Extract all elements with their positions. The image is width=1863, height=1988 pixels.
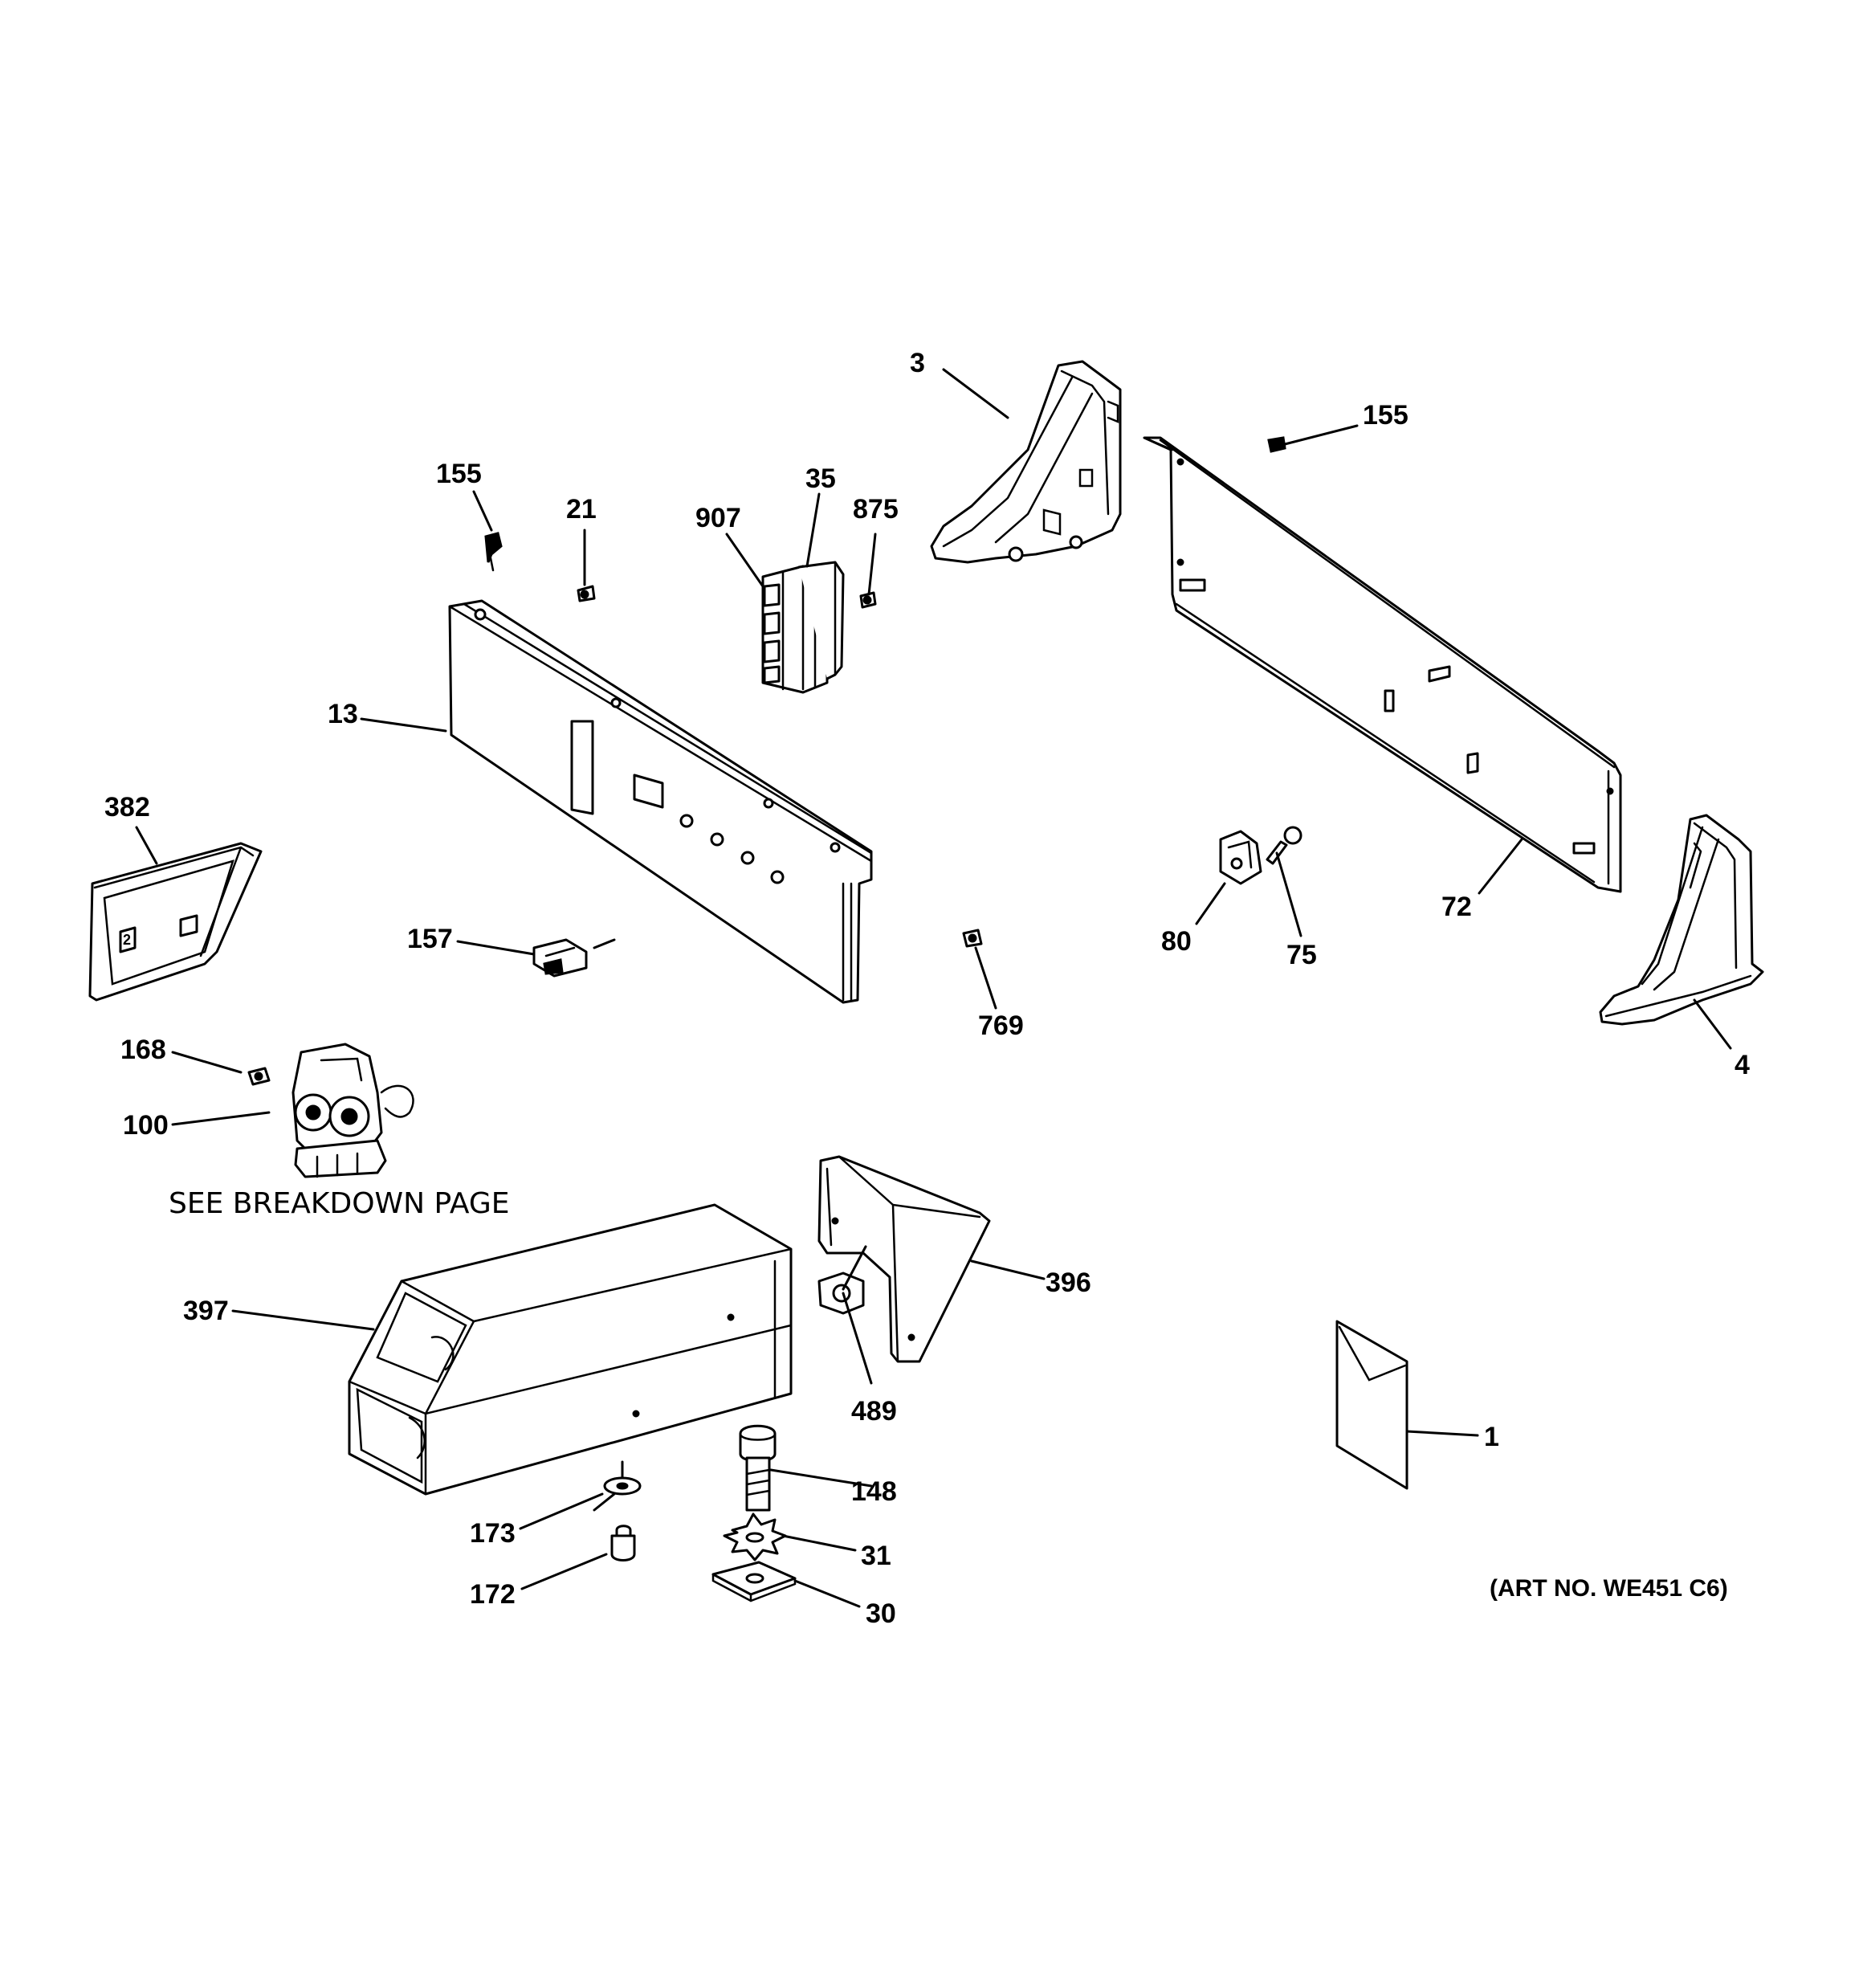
part-397-duct-box [348,1203,793,1496]
callout-907: 907 [695,503,741,533]
art-number: (ART NO. WE451 C6) [1490,1575,1728,1602]
callout-30: 30 [866,1598,896,1629]
svg-text:2: 2 [123,932,131,948]
callout-155-right: 155 [1363,400,1408,431]
callout-75: 75 [1286,940,1317,970]
callout-80: 80 [1161,926,1192,957]
callout-1: 1 [1484,1422,1499,1452]
leader-lines [135,368,1732,1608]
callout-172: 172 [470,1579,516,1610]
part-13-control-panel [448,599,873,1004]
part-30-plate [711,1561,797,1602]
part-1-envelope [1335,1320,1408,1490]
callout-3: 3 [910,348,925,378]
part-155-screw-right [1267,436,1286,453]
part-100-assembly [291,1043,414,1178]
part-72-back-panel [1143,436,1622,893]
part-769-screw [962,929,983,948]
part-157-connector [532,938,588,978]
callout-396: 396 [1046,1268,1091,1298]
part-80-clip [1219,830,1262,885]
callout-489: 489 [851,1396,897,1427]
part-35-switch-housing [797,561,845,680]
callout-173: 173 [470,1518,516,1549]
callout-labels: 3 155 155 21 35 907 875 13 382 157 80 75… [104,348,1750,1629]
callout-35: 35 [805,463,836,494]
part-31-star-washer [723,1512,787,1561]
breakdown-page-note: SEE BREAKDOWN PAGE [169,1187,510,1220]
part-155-screw-left [484,532,503,572]
part-172-screw [610,1525,636,1561]
callout-100: 100 [123,1110,169,1141]
callout-13: 13 [328,699,358,729]
part-21-screw [577,585,596,602]
callout-168: 168 [120,1035,166,1065]
callout-397: 397 [183,1296,229,1326]
callout-72: 72 [1441,892,1472,922]
part-382-end-cap: 2 [88,842,263,1002]
callout-382: 382 [104,792,150,823]
callout-31: 31 [861,1541,891,1571]
callout-21: 21 [566,494,597,525]
part-396-hood [817,1155,991,1363]
part-4-end-bracket [1599,814,1764,1026]
part-75-screw [1266,826,1302,865]
part-3-end-bracket [930,360,1122,564]
callout-769: 769 [978,1010,1024,1041]
callout-148: 148 [851,1476,897,1507]
callout-157: 157 [407,924,453,954]
part-168-screw [247,1067,271,1086]
callout-875: 875 [853,494,899,525]
part-173-washer [603,1476,642,1496]
callout-4: 4 [1735,1050,1750,1080]
callout-155-left: 155 [436,459,482,489]
part-148-bolt [739,1424,777,1512]
